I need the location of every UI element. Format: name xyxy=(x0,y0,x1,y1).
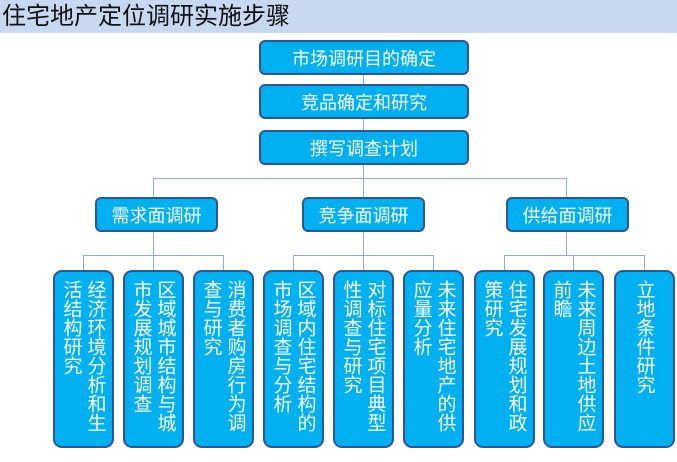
leaf-box: 未来住宅地产的供应量分析 xyxy=(403,270,464,448)
leaf-box: 立地条件研究 xyxy=(614,270,675,448)
connector xyxy=(644,255,645,270)
connector xyxy=(433,255,434,270)
connector xyxy=(153,255,154,270)
connector xyxy=(573,255,574,270)
leaf-label: 立地条件研究 xyxy=(633,280,656,394)
page-title: 住宅地产定位调研实施步骤 xyxy=(2,2,290,30)
leaf-box: 经济环境分析和生活结构研究 xyxy=(53,270,114,448)
connector xyxy=(363,232,364,270)
step-label: 市场调研目的确定 xyxy=(292,48,436,70)
connector xyxy=(223,255,224,270)
leaf-box: 对标住宅项目典型性调查与研究 xyxy=(333,270,394,448)
step-box: 撰写调查计划 xyxy=(259,130,469,165)
leaf-box: 区域城市结构与城市发展规划调查 xyxy=(123,270,184,448)
branch-label: 供给面调研 xyxy=(522,205,613,227)
step-box: 竞品确定和研究 xyxy=(259,84,469,119)
leaf-label: 经济环境分析和生活结构研究 xyxy=(60,280,107,432)
connector xyxy=(363,119,364,130)
connector xyxy=(293,255,434,256)
branch-supply: 供给面调研 xyxy=(506,197,629,232)
branch-competition: 竞争面调研 xyxy=(302,197,425,232)
connector xyxy=(363,165,364,197)
leaf-label: 区域城市结构与城市发展规划调查 xyxy=(130,280,177,432)
leaf-box: 消费者购房行为调查与研究 xyxy=(193,270,254,448)
leaf-box: 区域内住宅结构的市场调查与分析 xyxy=(263,270,324,448)
connector xyxy=(504,255,645,256)
leaf-label: 住宅发展规划和政策研究 xyxy=(481,280,528,432)
leaf-label: 区域内住宅结构的市场调查与分析 xyxy=(270,280,317,432)
step-label: 竞品确定和研究 xyxy=(301,92,427,114)
connector xyxy=(153,178,154,197)
leaf-label: 消费者购房行为调查与研究 xyxy=(200,280,247,432)
title-bar: 住宅地产定位调研实施步骤 xyxy=(0,0,677,33)
branch-demand: 需求面调研 xyxy=(95,197,218,232)
connector xyxy=(83,255,84,270)
connector xyxy=(504,255,505,270)
leaf-label: 未来住宅地产的供应量分析 xyxy=(410,280,457,432)
branch-label: 竞争面调研 xyxy=(318,205,409,227)
leaf-box: 未来周边土地供应前瞻 xyxy=(543,270,604,448)
branch-label: 需求面调研 xyxy=(111,205,202,227)
connector xyxy=(363,74,364,84)
step-box: 市场调研目的确定 xyxy=(259,40,469,75)
connector xyxy=(153,232,154,255)
leaf-label: 未来周边土地供应前瞻 xyxy=(550,280,597,432)
connector xyxy=(566,178,567,197)
connector xyxy=(293,255,294,270)
leaf-label: 对标住宅项目典型性调查与研究 xyxy=(340,280,387,432)
connector xyxy=(566,232,567,255)
connector xyxy=(153,178,567,179)
leaf-box: 住宅发展规划和政策研究 xyxy=(474,270,535,448)
step-label: 撰写调查计划 xyxy=(310,138,418,160)
